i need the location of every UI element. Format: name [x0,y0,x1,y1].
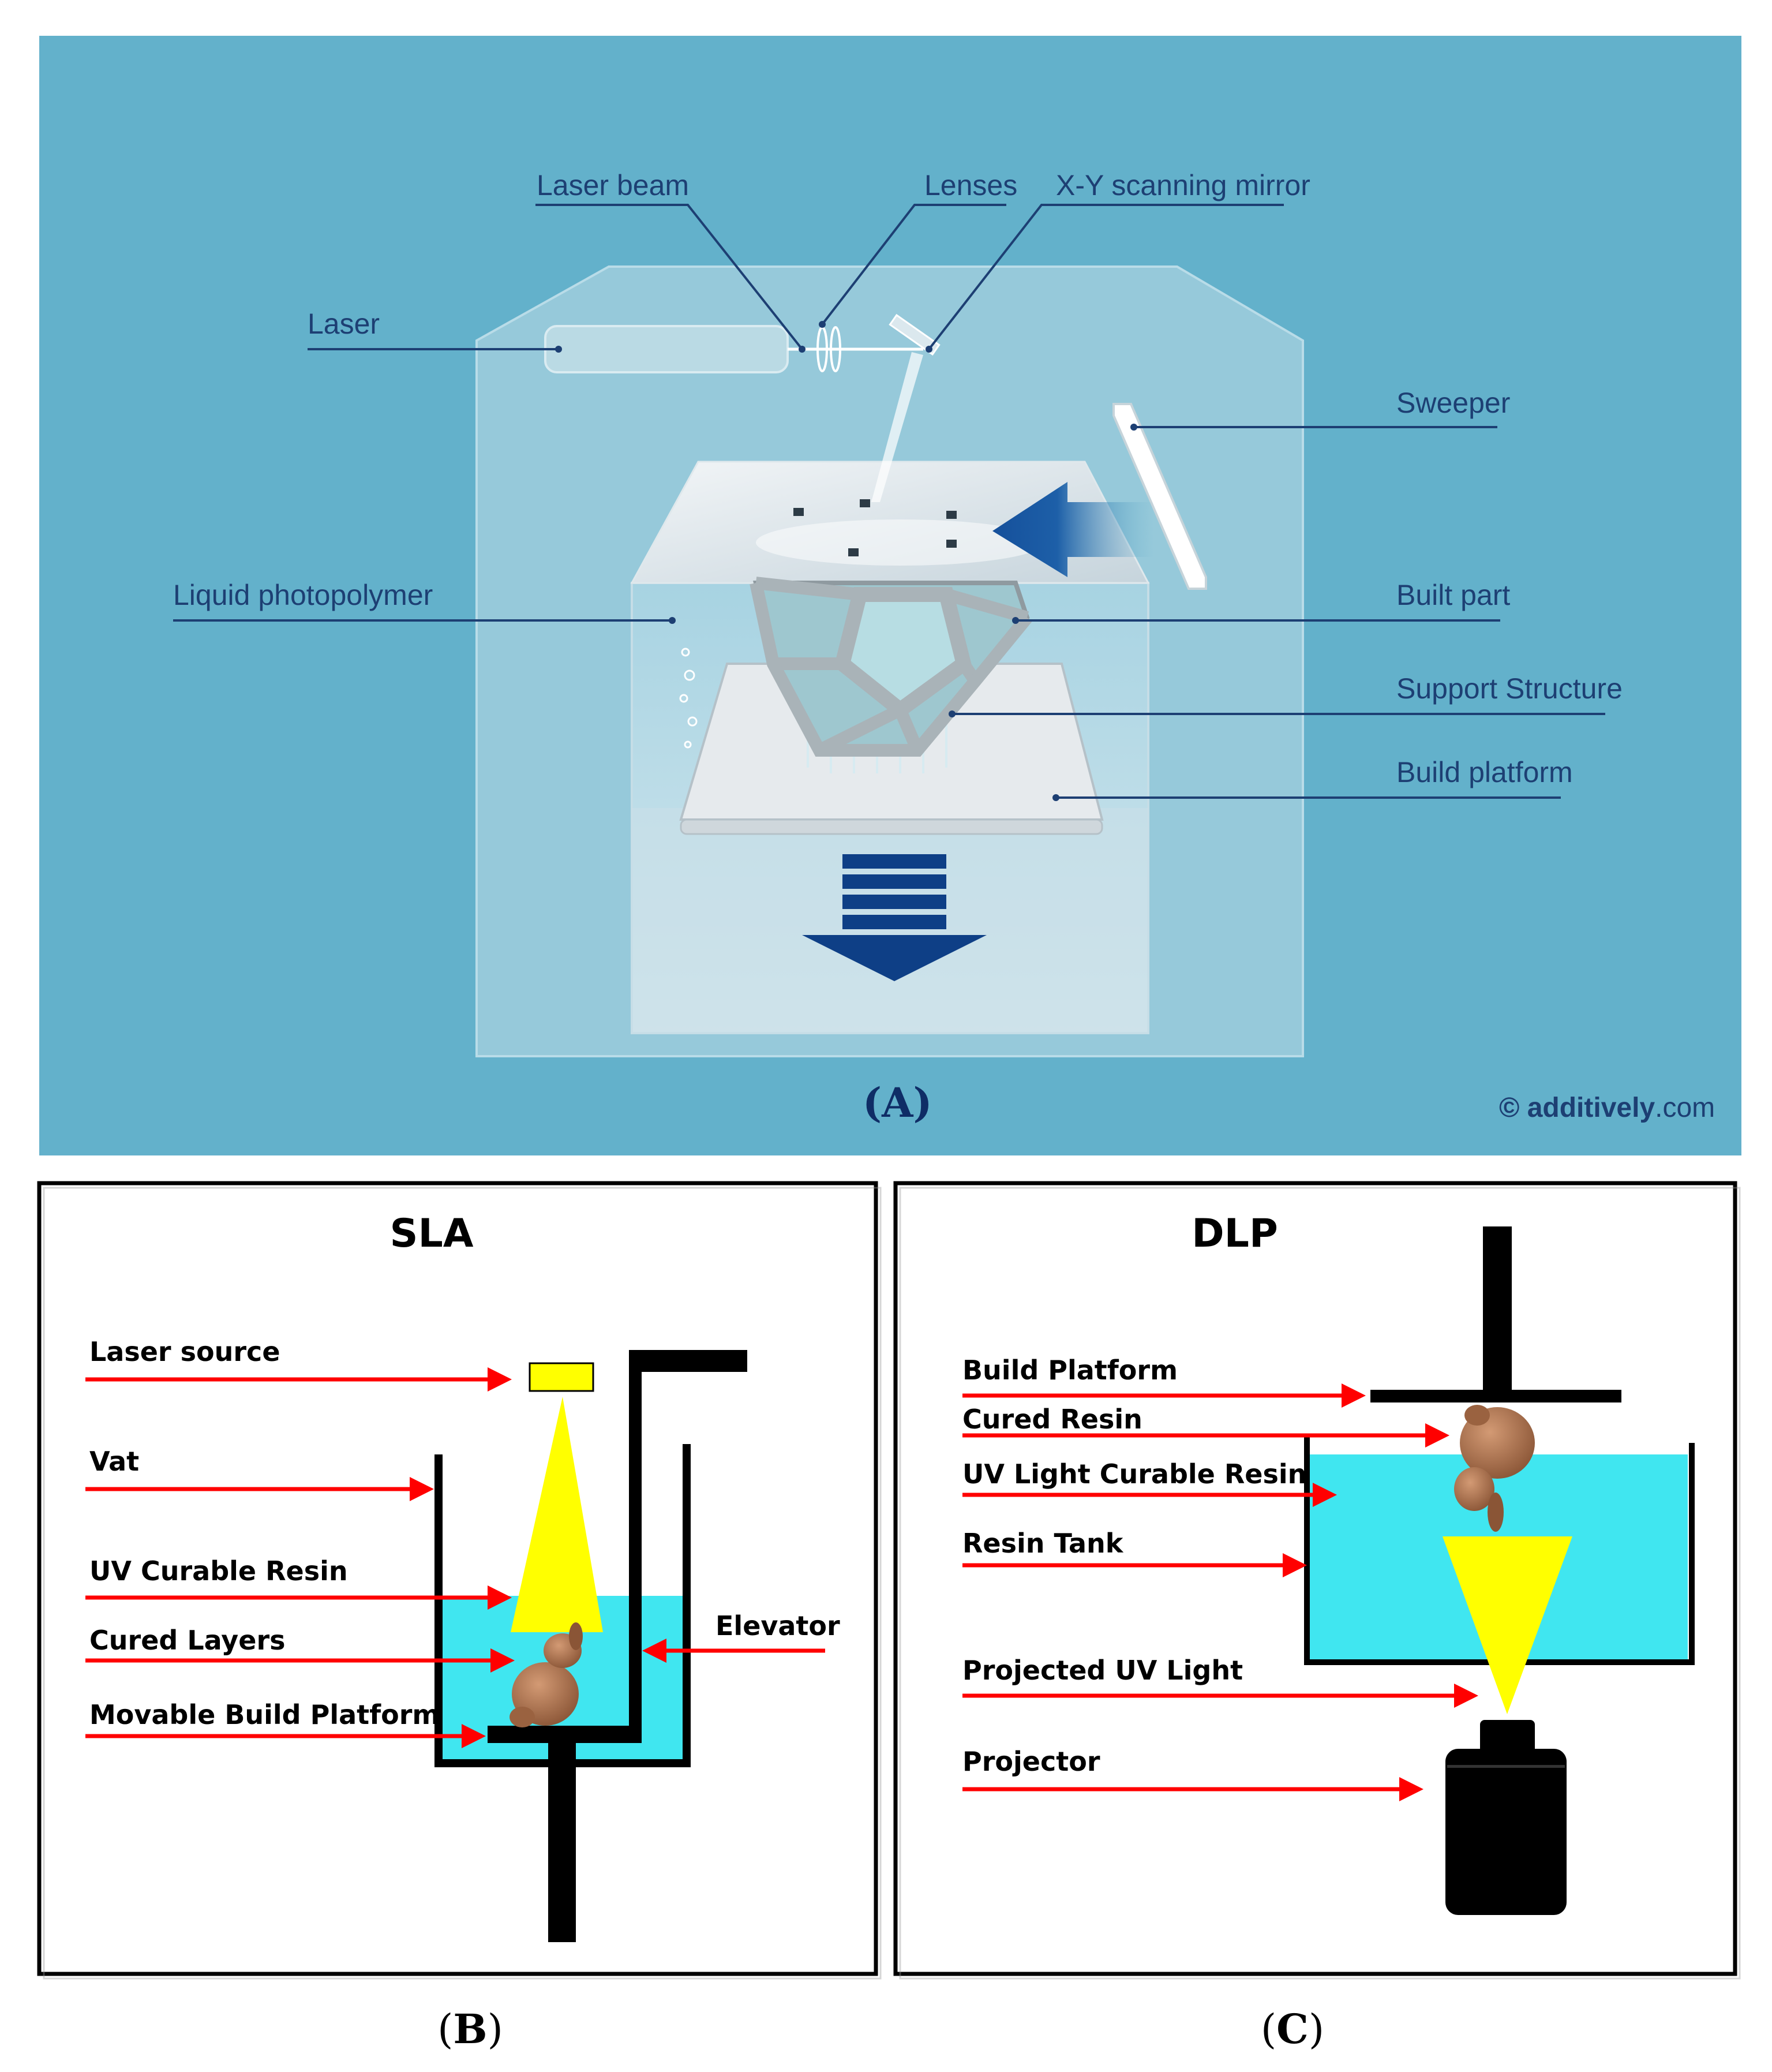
label-lenses: Lenses [924,169,1017,201]
label-uv-resin: UV Curable Resin [89,1555,348,1587]
platform-down-arrow [802,854,987,981]
panel-b-title: SLA [390,1211,474,1256]
caption-a: (A) [863,1079,932,1127]
sweep-direction-arrow [992,482,1154,577]
label-built-part: Built part [1396,579,1510,611]
build-platform-edge [680,818,1103,835]
label-cured-resin: Cured Resin [962,1404,1142,1435]
label-support: Support Structure [1396,672,1623,705]
dlp-projector-lens [1480,1720,1535,1755]
label-movable-platform: Movable Build Platform [89,1699,440,1730]
sweeper [1112,403,1207,590]
sla-pointers [85,1367,825,1748]
cure-spot [946,511,957,519]
panel-c-title: DLP [1192,1211,1278,1256]
label-uv-light-resin: UV Light Curable Resin [962,1458,1306,1490]
label-photopolymer: Liquid photopolymer [173,579,433,611]
bubbles [679,648,698,749]
built-part [750,577,1032,757]
label-laser-beam: Laser beam [537,169,689,201]
scanning-mirror [889,313,941,356]
label-mirror: X-Y scanning mirror [1056,169,1310,201]
caption-c: (C) [1261,2005,1324,2053]
dlp-build-platform [1370,1390,1621,1402]
label-platform: Build platform [1396,756,1573,788]
label-projector: Projector [962,1746,1100,1777]
label-elevator: Elevator [715,1610,840,1641]
sla-platform-shaft [548,1743,576,1942]
cure-spot [946,540,957,548]
sla-build-platform [488,1726,640,1743]
laser-unit [544,325,789,373]
panel-c: DLP Build Platform Cured Resi [893,1181,1741,2053]
cure-spot [860,499,870,507]
credit: © additively.com [1499,1093,1715,1123]
label-cured-layers: Cured Layers [89,1625,286,1656]
dlp-light-cone [1443,1536,1572,1714]
resin-swirl [756,519,1044,566]
label-laser-source: Laser source [89,1336,280,1367]
sla-elevator [629,1351,642,1743]
panel-a-leader-dots [555,321,1137,801]
label-laser: Laser [308,308,380,340]
label-resin-tank: Resin Tank [962,1528,1124,1559]
label-dlp-platform: Build Platform [962,1355,1178,1386]
panel-a: Laser Laser beam Lenses X-Y scanning mir… [39,36,1741,1155]
deflected-beam [871,352,923,502]
dlp-cured-bunny [1454,1405,1535,1532]
sla-laser-source [529,1362,594,1392]
cure-spot [848,548,859,556]
sla-cured-bunny [510,1622,583,1727]
dlp-pointers [962,1383,1478,1801]
dlp-platform-shaft [1483,1226,1512,1391]
sla-laser-cone [511,1397,603,1632]
label-sweeper: Sweeper [1396,387,1510,419]
panel-b: SLA Laser source Vat UV C [37,1181,882,2053]
label-projected-light: Projected UV Light [962,1655,1243,1686]
label-vat: Vat [89,1446,139,1477]
panel-a-leader-lines [173,204,1605,799]
cure-spot [793,508,804,516]
dlp-projector [1445,1749,1567,1915]
lens [830,326,841,372]
caption-b: (B) [437,2005,503,2053]
panel-b-frame [37,1181,878,1976]
